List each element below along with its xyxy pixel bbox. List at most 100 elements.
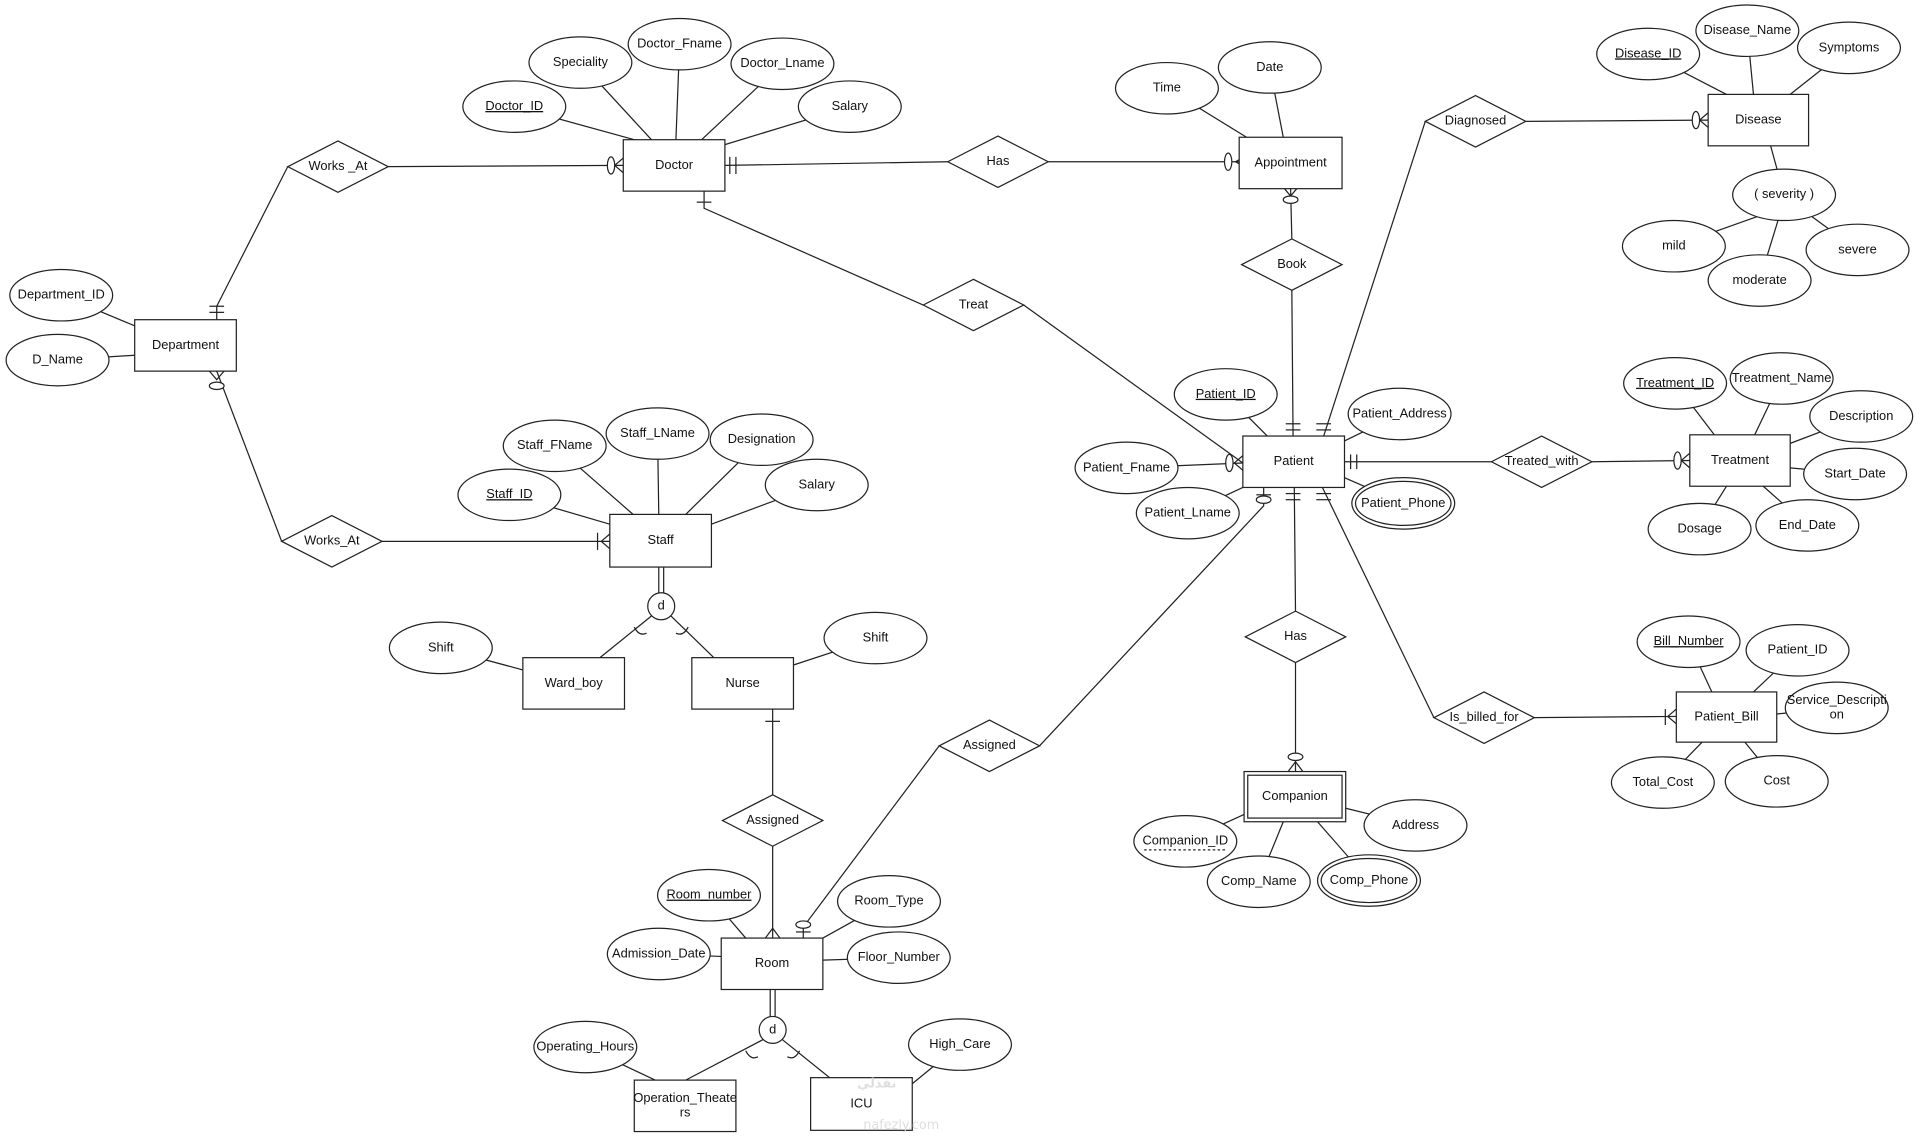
attribute-date[interactable]: Date xyxy=(1217,41,1322,94)
attribute-severe[interactable]: severe xyxy=(1805,223,1910,277)
attribute-symptoms[interactable]: Symptoms xyxy=(1796,21,1902,75)
attribute-bill-number[interactable]: Bill_Number xyxy=(1636,615,1741,669)
entity-nurse[interactable]: Nurse xyxy=(691,657,795,710)
entity-patient-bill[interactable]: Patient_Bill xyxy=(1675,691,1778,743)
relationship-has-appointment[interactable]: Has xyxy=(946,135,1050,189)
attribute-comp-phone[interactable]: Comp_Phone xyxy=(1316,854,1422,907)
relationship-treated-with[interactable]: Treated_with xyxy=(1490,435,1594,489)
attribute-doctor-fname[interactable]: Doctor_Fname xyxy=(627,17,732,71)
entity-disease[interactable]: Disease xyxy=(1707,93,1810,147)
attribute-label: moderate xyxy=(1732,272,1786,287)
relationship-works-at-staff[interactable]: Works_At xyxy=(280,514,384,568)
attribute-room-type[interactable]: Room_Type xyxy=(836,875,942,928)
subset-mark xyxy=(787,1050,801,1059)
attribute-high-care[interactable]: High_Care xyxy=(907,1018,1013,1071)
attribute-disease-id[interactable]: Disease_ID xyxy=(1596,27,1701,81)
attribute-admission-date[interactable]: Admission_Date xyxy=(606,927,711,981)
attribute-patient-lname[interactable]: Patient_Lname xyxy=(1135,486,1240,540)
relationship-line xyxy=(685,1039,764,1081)
entity-box xyxy=(1238,136,1343,190)
attribute-ellipse xyxy=(388,621,493,675)
attribute-moderate[interactable]: moderate xyxy=(1707,254,1812,307)
relationship-diagnosed[interactable]: Diagnosed xyxy=(1423,94,1528,148)
attribute-label: Salary xyxy=(799,476,836,491)
relationship-treat[interactable]: Treat xyxy=(921,278,1026,332)
relationship-diamond xyxy=(721,794,825,847)
attribute-comp-name[interactable]: Comp_Name xyxy=(1206,855,1311,909)
entity-companion[interactable]: Companion xyxy=(1243,770,1347,823)
relationship-line xyxy=(1039,487,1265,747)
attribute-ellipse xyxy=(533,1020,638,1074)
relationship-diamond xyxy=(1490,435,1594,489)
attribute-room-number[interactable]: Room_number xyxy=(656,868,762,922)
entity-patient[interactable]: Patient xyxy=(1242,435,1346,489)
attribute-label: ( severity ) xyxy=(1754,186,1814,201)
relationship-diamond xyxy=(1432,691,1536,745)
attribute-doctor-lname[interactable]: Doctor_Lname xyxy=(730,37,835,91)
attribute-wardboy-shift[interactable]: Shift xyxy=(388,621,493,675)
entity-box xyxy=(622,139,726,192)
attribute-label: Comp_Name xyxy=(1221,873,1297,888)
attribute-d-name[interactable]: D_Name xyxy=(5,333,110,387)
attribute-cost[interactable]: Cost xyxy=(1724,755,1829,808)
attribute-floor-number[interactable]: Floor_Number xyxy=(846,931,951,984)
attribute-bill-patient-id[interactable]: Patient_ID xyxy=(1745,623,1850,677)
attribute-companion-id[interactable]: Companion_ID xyxy=(1133,815,1238,868)
entity-room[interactable]: Room xyxy=(720,937,824,991)
attribute-operating-hours[interactable]: Operating_Hours xyxy=(533,1020,638,1074)
attribute-time[interactable]: Time xyxy=(1114,61,1219,115)
entity-icu[interactable]: ICU xyxy=(810,1077,913,1131)
attribute-patient-address[interactable]: Patient_Address xyxy=(1347,387,1452,441)
relationship-label: Treated_with xyxy=(1505,453,1579,468)
relationship-has-companion[interactable]: Has xyxy=(1243,610,1348,664)
cardinality-zero-mark xyxy=(1287,752,1304,762)
attribute-service-description[interactable]: Service_Description xyxy=(1784,681,1889,735)
attribute-patient-fname[interactable]: Patient_Fname xyxy=(1074,441,1179,495)
attribute-doctor-salary[interactable]: Salary xyxy=(797,80,902,133)
attribute-doctor-id[interactable]: Doctor_ID xyxy=(462,80,567,133)
entity-treatment[interactable]: Treatment xyxy=(1689,434,1791,487)
entity-appointment[interactable]: Appointment xyxy=(1238,136,1343,190)
attribute-severity[interactable]: ( severity ) xyxy=(1732,168,1837,222)
entity-department[interactable]: Department xyxy=(134,319,237,372)
attribute-companion-address[interactable]: Address xyxy=(1363,799,1468,852)
attribute-designation[interactable]: Designation xyxy=(709,413,814,467)
attribute-disease-name[interactable]: Disease_Name xyxy=(1695,4,1800,58)
attribute-speciality[interactable]: Speciality xyxy=(528,36,633,89)
attribute-patient-id[interactable]: Patient_ID xyxy=(1173,368,1278,421)
attribute-staff-id[interactable]: Staff_ID xyxy=(457,468,562,522)
attribute-ellipse xyxy=(1732,168,1837,222)
attribute-nurse-shift[interactable]: Shift xyxy=(823,611,928,665)
attribute-patient-phone[interactable]: Patient_Phone xyxy=(1351,477,1456,530)
relationship-works-at-doctor[interactable]: Works _At xyxy=(286,140,390,194)
attribute-end-date[interactable]: End_Date xyxy=(1755,499,1860,552)
attribute-ellipse xyxy=(1695,4,1800,58)
attribute-staff-fname[interactable]: Staff_FName xyxy=(502,419,607,473)
attribute-treatment-id[interactable]: Treatment_ID xyxy=(1623,357,1728,410)
attribute-dosage[interactable]: Dosage xyxy=(1647,502,1752,556)
relationship-book[interactable]: Book xyxy=(1240,238,1344,292)
attribute-label: Admission_Date xyxy=(612,945,706,960)
attribute-staff-salary[interactable]: Salary xyxy=(764,458,869,512)
attribute-start-date[interactable]: Start_Date xyxy=(1803,447,1908,501)
attribute-label: End_Date xyxy=(1779,517,1836,532)
attribute-staff-lname[interactable]: Staff_LName xyxy=(605,407,710,460)
entity-ward-boy[interactable]: Ward_boy xyxy=(522,657,626,710)
specialization-staff: d xyxy=(633,592,689,635)
attribute-total-cost[interactable]: Total_Cost xyxy=(1610,756,1715,809)
entity-doctor[interactable]: Doctor xyxy=(622,139,726,192)
relationship-label: Assigned xyxy=(746,812,799,827)
cardinality-zero-mark xyxy=(606,156,616,175)
entity-staff[interactable]: Staff xyxy=(609,513,713,568)
relationship-assigned-nurse[interactable]: Assigned xyxy=(721,794,825,847)
relationship-assigned-patient[interactable]: Assigned xyxy=(937,719,1041,773)
attribute-description[interactable]: Description xyxy=(1809,390,1914,443)
attribute-department-id[interactable]: Department_ID xyxy=(9,268,114,322)
entity-box xyxy=(691,657,795,710)
entity-label: Operation_Theate xyxy=(633,1090,737,1105)
attribute-mild[interactable]: mild xyxy=(1621,219,1726,273)
relationship-line xyxy=(1534,715,1677,719)
attribute-treatment-name[interactable]: Treatment_Name xyxy=(1729,352,1834,405)
relationship-is-billed-for[interactable]: Is_billed_for xyxy=(1432,691,1536,745)
